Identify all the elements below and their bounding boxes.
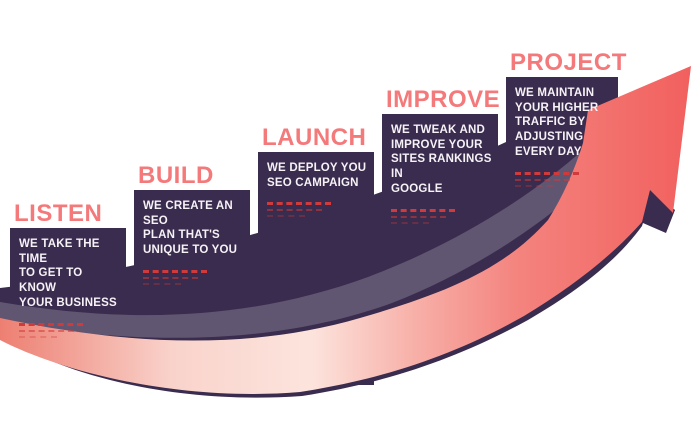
growth-arrow-icon: [0, 66, 691, 394]
placeholder-dashes: [10, 311, 126, 338]
dash-line: [143, 269, 207, 273]
step-description: WE MAINTAIN YOUR HIGHER TRAFFIC BY ADJUS…: [515, 87, 599, 158]
dash-line: [515, 178, 570, 181]
dash-line: [267, 202, 331, 206]
placeholder-dashes: [382, 197, 498, 224]
dash-line: [143, 276, 198, 279]
step-launch: LAUNCH WE DEPLOY YOU SEO CAMPAIGN: [258, 125, 374, 218]
dash-line: [391, 221, 429, 224]
step-title: LAUNCH: [262, 123, 367, 151]
step-title: BUILD: [138, 161, 214, 189]
step-improve: IMPROVE WE TWEAK AND IMPROVE YOUR SITES …: [382, 87, 500, 224]
placeholder-dashes: [506, 160, 618, 187]
step-block-listen: [10, 228, 126, 330]
dash-line: [19, 335, 57, 338]
step-description: WE TWEAK AND IMPROVE YOUR SITES RANKINGS…: [391, 124, 492, 195]
step-description: WE DEPLOY YOU SEO CAMPAIGN: [267, 162, 367, 189]
step-listen: LISTEN WE TAKE THE TIME TO GET TO KNOW Y…: [10, 201, 126, 338]
step-title: IMPROVE: [386, 85, 501, 113]
step-description: WE CREATE AN SEO PLAN THAT'S UNIQUE TO Y…: [143, 200, 238, 257]
step-title: LISTEN: [14, 199, 103, 227]
step-build: BUILD WE CREATE AN SEO PLAN THAT'S UNIQU…: [134, 163, 250, 285]
dash-line: [19, 322, 83, 326]
dash-line: [391, 215, 446, 218]
dash-line: [267, 215, 305, 218]
dash-line: [515, 184, 553, 187]
swoosh-highlight-band: [0, 136, 614, 338]
dash-line: [267, 209, 322, 212]
dash-line: [143, 282, 181, 285]
dash-line: [391, 208, 455, 212]
step-project: PROJECT WE MAINTAIN YOUR HIGHER TRAFFIC …: [506, 50, 626, 187]
placeholder-dashes: [258, 190, 374, 218]
placeholder-dashes: [134, 258, 250, 285]
step-description: WE TAKE THE TIME TO GET TO KNOW YOUR BUS…: [19, 238, 117, 309]
dash-line: [515, 171, 579, 175]
step-title: PROJECT: [510, 48, 627, 76]
dash-line: [19, 329, 74, 332]
